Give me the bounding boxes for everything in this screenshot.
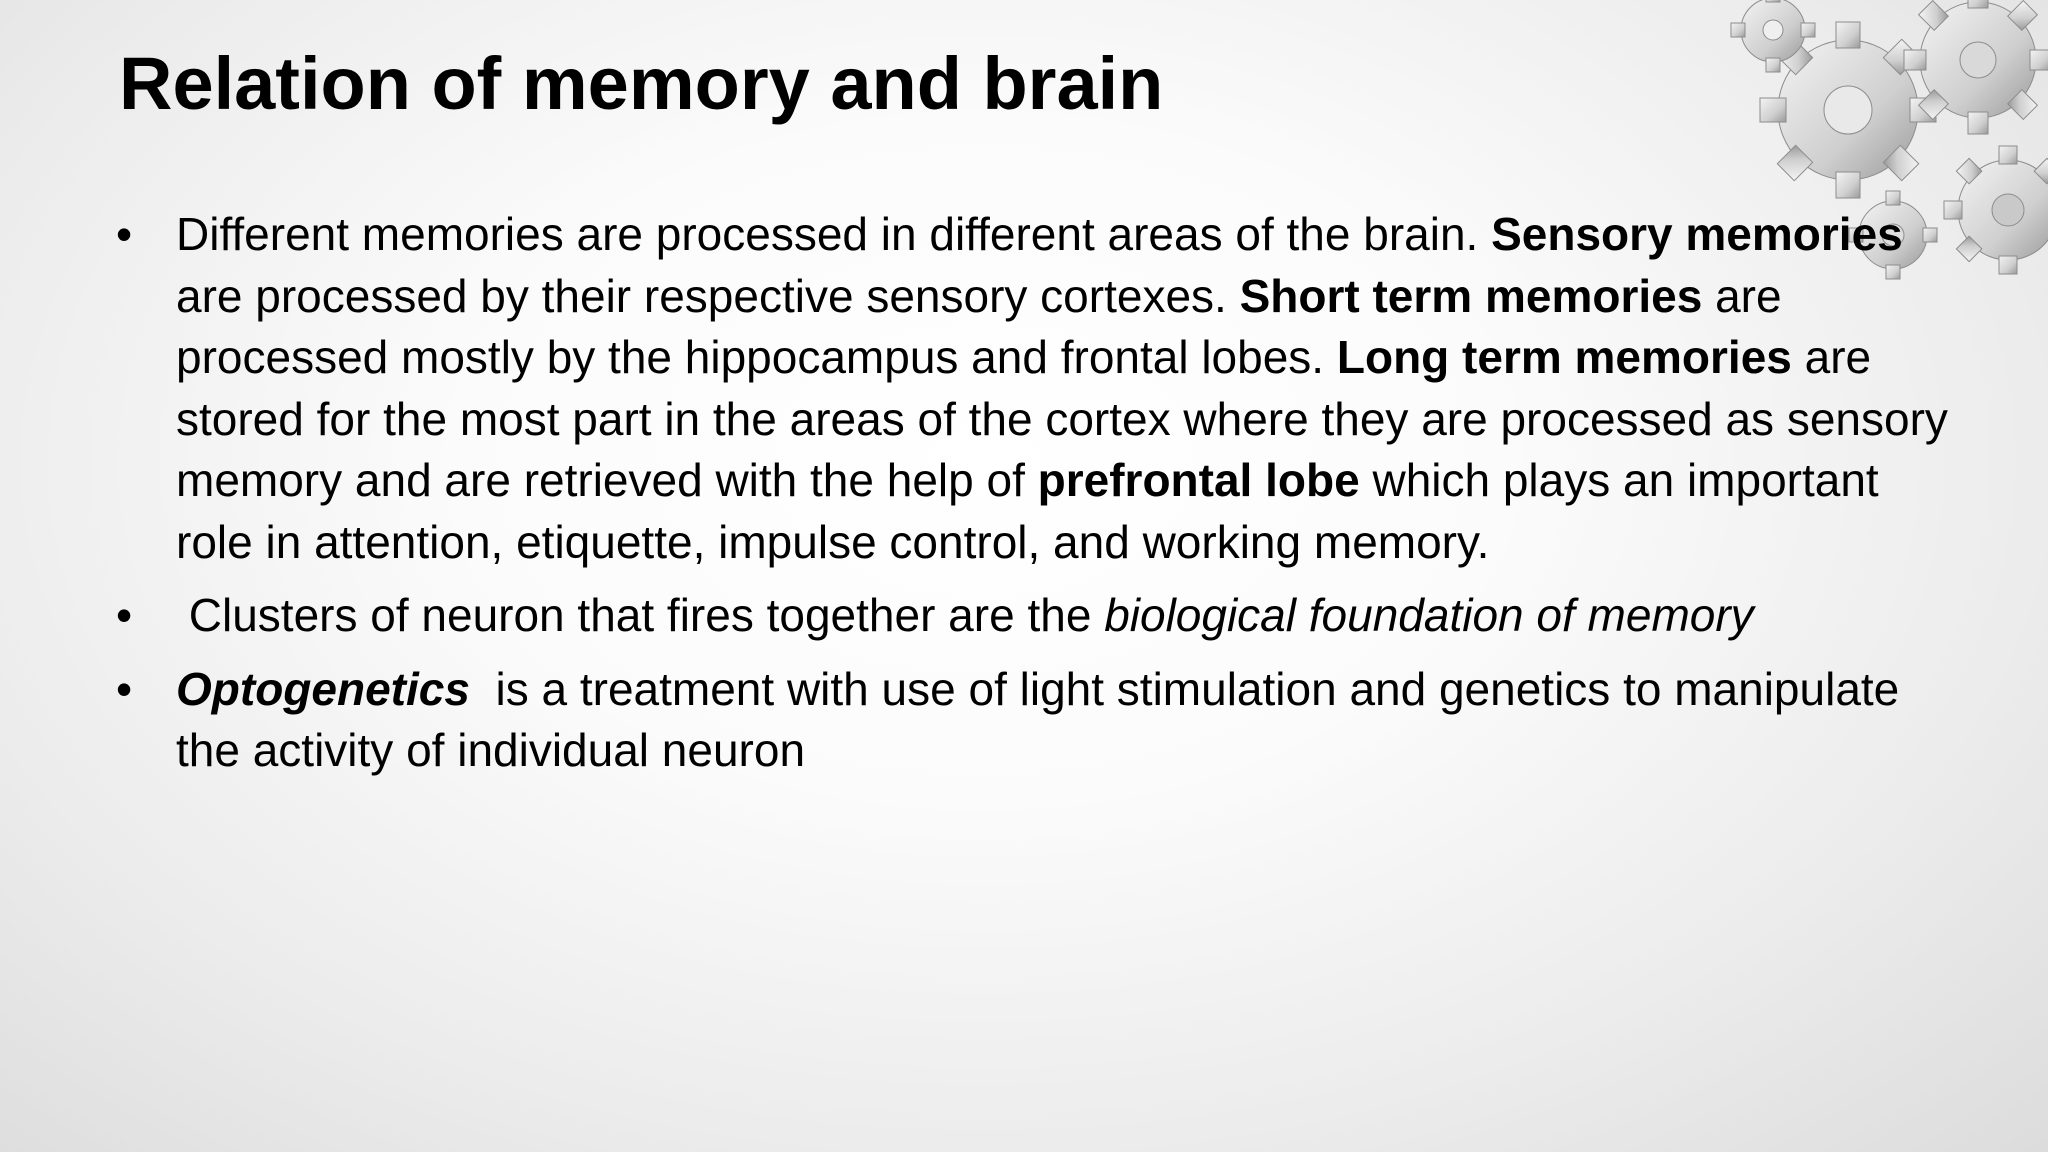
bullet-item: • Optogenetics is a treatment with use o… [112,659,1952,782]
gears-icon [1730,0,2048,280]
bullet-term-prefrontal: prefrontal lobe [1037,454,1360,506]
bullet-item: • Different memories are processed in di… [112,204,1952,573]
bullet-marker: • [116,208,133,260]
bullet-text: are processed by their respective sensor… [176,269,1240,322]
bullet-term-sensory: Sensory memories [1491,208,1903,260]
bullet-list: • Different memories are processed in di… [112,204,1952,794]
bullet-term-long-term: Long term memories [1336,331,1792,383]
bullet-marker: • [116,589,133,641]
bullet-marker: • [116,662,133,715]
bullet-text: is a treatment with use of light stimula… [176,662,1913,777]
bullet-term-optogenetics: Optogenetics [176,662,470,715]
bullet-item: • Clusters of neuron that fires together… [112,585,1952,647]
bullet-text: are stored for the most part in the area… [176,331,1948,506]
bullet-term-short-term: Short term memories [1239,269,1703,322]
bullet-italic-phrase: biological foundation of memory [1104,589,1754,641]
slide-title: Relation of memory and brain [119,42,1164,125]
bullet-text: Clusters of neuron that fires together a… [176,589,1105,641]
bullet-text: are processed mostly by the hippocampus … [176,269,1782,384]
bullet-text: Different memories are processed in diff… [176,208,1492,260]
bullet-text: which plays an important role in attenti… [176,454,1879,568]
